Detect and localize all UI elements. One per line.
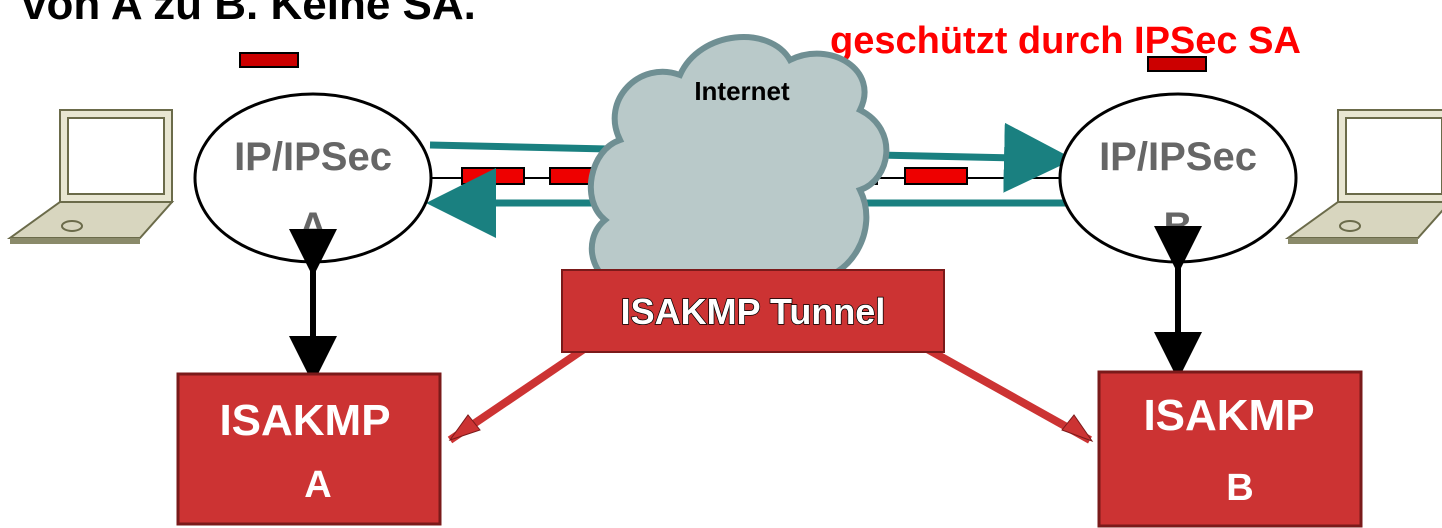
isakmp-a-letter: A bbox=[304, 464, 331, 506]
packet-marker-b bbox=[1147, 56, 1207, 72]
ipsec-a-letter: A bbox=[299, 205, 328, 249]
ipsec-b-letter: B bbox=[1164, 205, 1193, 249]
isakmp-box-b: ISAKMP B bbox=[1097, 370, 1363, 528]
ipsec-b-label: IP/IPSec bbox=[1099, 135, 1257, 179]
isakmp-b-letter: B bbox=[1226, 467, 1253, 509]
isakmp-a-label: ISAKMP bbox=[219, 396, 390, 445]
ipsec-node-b: IP/IPSec B bbox=[1058, 92, 1298, 264]
tunnel-arrow-left bbox=[447, 341, 593, 444]
top-left-heading: von A zu B. Keine SA. bbox=[22, 0, 476, 29]
laptop-icon-right bbox=[1284, 109, 1442, 244]
isakmp-box-a: ISAKMP A bbox=[176, 372, 442, 526]
laptop-icon bbox=[6, 109, 175, 244]
top-right-heading: geschützt durch IPSec SA bbox=[830, 20, 1301, 62]
tunnel-label: ISAKMP Tunnel bbox=[621, 291, 886, 332]
isakmp-b-label: ISAKMP bbox=[1143, 391, 1314, 440]
cloud-icon bbox=[587, 34, 890, 303]
ipsec-node-a: IP/IPSec A bbox=[193, 92, 433, 264]
cloud-label: Internet bbox=[694, 76, 790, 106]
packet-marker-a bbox=[239, 52, 299, 68]
ipsec-a-label: IP/IPSec bbox=[234, 135, 392, 179]
isakmp-tunnel-banner: ISAKMP Tunnel bbox=[561, 269, 945, 353]
tunnel-arrow-right bbox=[918, 341, 1094, 444]
